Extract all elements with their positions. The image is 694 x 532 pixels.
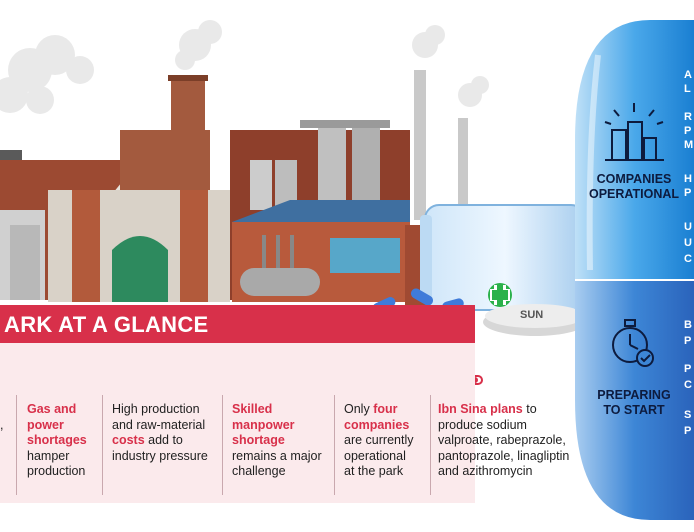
pill-bottle — [420, 204, 587, 336]
col-line: industry pressure — [112, 448, 208, 463]
col-line: companies — [344, 417, 410, 432]
col-line: shortage — [232, 433, 285, 447]
col-highlight: costs — [112, 433, 145, 447]
green-door — [112, 236, 168, 302]
col-line: Only four — [344, 402, 413, 418]
capsule-right-text: C — [684, 253, 692, 265]
col-suffix: add to — [144, 433, 183, 447]
capsule-right-text: P — [684, 425, 692, 437]
capsule-right-text: U — [684, 221, 692, 233]
col-line: are currently — [344, 433, 414, 447]
col-line: valproate, rabeprazole, — [438, 433, 566, 447]
col-line: Gas and — [27, 402, 77, 416]
column-text: Gas and power shortages hamper productio… — [27, 402, 87, 480]
column-text: Skilled manpower shortage remains a majo… — [232, 402, 322, 480]
divider — [102, 395, 103, 495]
col-suffix: to — [522, 402, 537, 416]
divider — [16, 395, 17, 495]
col-line: remains a major — [232, 448, 322, 463]
bottle-label: SUN — [520, 309, 544, 321]
column-text: Only four companies are currently operat… — [344, 402, 413, 480]
col-line: challenge — [232, 464, 286, 478]
col-line: produce sodium — [438, 417, 527, 432]
label-line: TO START — [603, 403, 665, 417]
capsule-right-text: A — [684, 69, 692, 81]
capsule-right-text: S — [684, 409, 692, 421]
col-line: shortages — [27, 433, 87, 447]
capsule-right-text: P — [684, 125, 692, 137]
col-line: at the park — [344, 464, 404, 478]
divider — [334, 395, 335, 495]
col-highlight: Ibn Sina plans — [438, 402, 523, 416]
capsule-right-text: R — [684, 111, 692, 123]
divider — [430, 395, 431, 495]
col-line: High production — [112, 402, 200, 416]
capsule — [575, 20, 694, 520]
label-line: COMPANIES — [596, 172, 672, 186]
column-text: Ibn Sina plans to produce sodium valproa… — [438, 402, 569, 480]
capsule-right-text: P — [684, 363, 692, 375]
capsule-right-text: M — [684, 139, 694, 151]
banner-title: ARK AT A GLANCE — [4, 312, 209, 337]
companies-operational-label: COMPANIES OPERATIONAL — [582, 172, 686, 202]
capsule-right-text: P — [684, 187, 692, 199]
col-line: manpower — [232, 417, 295, 432]
stopwatch-icon — [612, 319, 654, 367]
capsule-right-text: H — [684, 173, 692, 185]
col-line: power — [27, 417, 64, 432]
banner: ARK AT A GLANCE — [0, 305, 475, 343]
col-prefix: Only — [344, 402, 374, 416]
col-line: production — [27, 464, 86, 478]
capsule-right-text: L — [684, 83, 691, 95]
label-line: PREPARING — [597, 388, 671, 402]
column-text: High production and raw-material costs a… — [112, 402, 208, 464]
col-line: Ibn Sina plans to — [438, 402, 569, 418]
buildings-icon — [604, 103, 664, 161]
col-line: operational — [344, 448, 406, 463]
capsule-right-text: P — [684, 335, 692, 347]
col-line: Skilled — [232, 402, 273, 416]
info-panel — [0, 343, 475, 503]
col-highlight: four — [373, 402, 398, 416]
smoke — [0, 20, 489, 114]
col-line: hamper — [27, 448, 70, 463]
chimney — [414, 70, 426, 220]
capsule-right-text: B — [684, 319, 692, 331]
col-line: pantoprazole, linagliptin — [438, 448, 570, 463]
col-line: costs add to — [112, 433, 208, 449]
chimney — [458, 118, 468, 218]
col-line: and azithromycin — [438, 464, 533, 478]
label-line: OPERATIONAL — [588, 187, 680, 201]
col-line: and raw-material — [112, 417, 206, 432]
capsule-right-text: C — [684, 379, 692, 391]
preparing-to-start-label: PREPARING TO START — [582, 388, 686, 418]
capsule-right-text: U — [684, 237, 692, 249]
partial-text: , — [0, 418, 4, 432]
divider — [222, 395, 223, 495]
